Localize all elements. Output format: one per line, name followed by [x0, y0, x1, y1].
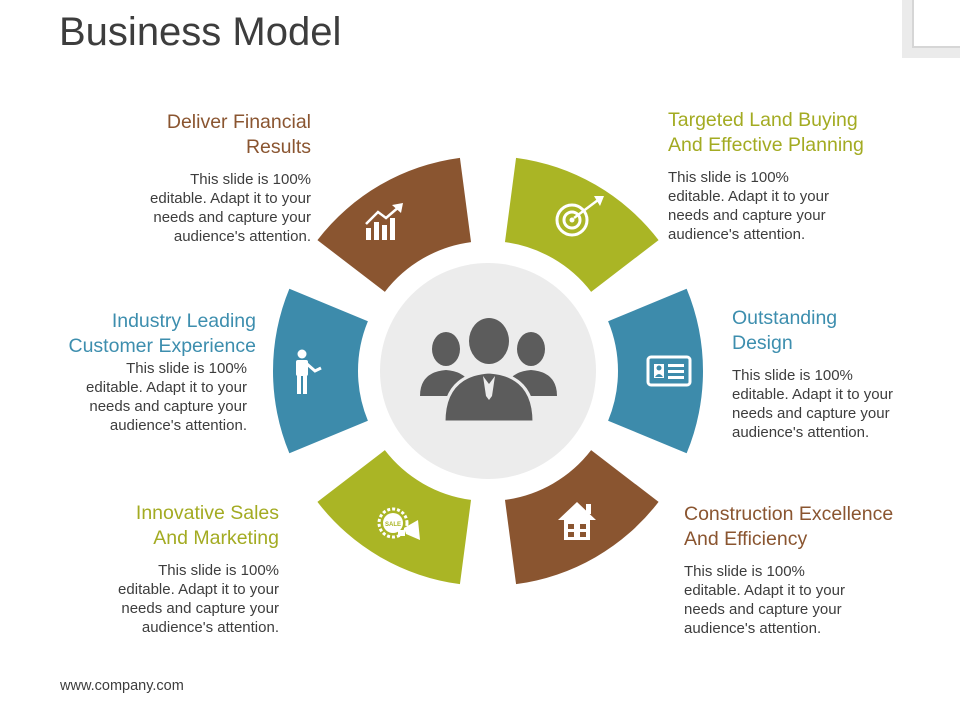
house-icon	[558, 502, 596, 540]
id-card-icon	[646, 355, 692, 387]
segment-bottom-left-text: Innovative Sales And Marketing This slid…	[39, 501, 279, 637]
segment-bottom-right-body: This slide is 100% editable. Adapt it to…	[684, 563, 845, 637]
segment-mid-left-heading-block: Industry Leading Customer Experience	[16, 309, 257, 359]
segment-top-right-heading: Targeted Land Buying And Effective Plann…	[668, 109, 864, 156]
segment-mid-left-heading: Industry Leading Customer Experience	[68, 310, 257, 357]
segment-mid-right-text: Outstanding Design This slide is 100% ed…	[732, 306, 942, 442]
growth-chart-icon	[365, 203, 403, 240]
segment-top-left-body: This slide is 100% editable. Adapt it to…	[150, 171, 311, 245]
segment-top-left-heading: Deliver Financial Results	[166, 111, 311, 158]
footer-url: www.company.com	[60, 678, 184, 694]
segment-mid-left-body-block: This slide is 100% editable. Adapt it to…	[27, 359, 247, 435]
segment-mid-left-body: This slide is 100% editable. Adapt it to…	[86, 360, 247, 434]
segment-top-right-body: This slide is 100% editable. Adapt it to…	[668, 169, 829, 243]
corner-decoration-inner	[912, 0, 960, 48]
icons-layer: SALE	[296, 196, 692, 540]
ring-segment-mid-left	[273, 288, 368, 454]
slide-title: Business Model	[59, 10, 342, 54]
segment-mid-right-heading: Outstanding Design	[732, 307, 838, 354]
target-icon	[555, 196, 604, 237]
segment-top-right-text: Targeted Land Buying And Effective Plann…	[668, 108, 928, 244]
sale-badge-text: SALE	[385, 522, 401, 528]
segment-top-left-text: Deliver Financial Results This slide is …	[51, 110, 311, 246]
segment-bottom-left-body: This slide is 100% editable. Adapt it to…	[118, 562, 279, 636]
presenter-icon	[296, 349, 322, 394]
ring-segment-top-right	[504, 157, 659, 292]
segment-bottom-right-text: Construction Excellence And Efficiency T…	[684, 502, 944, 638]
team-people-icon	[420, 318, 557, 424]
sale-megaphone-icon: SALE	[377, 507, 420, 540]
segment-bottom-left-heading: Innovative Sales And Marketing	[135, 502, 279, 549]
segment-bottom-right-heading: Construction Excellence And Efficiency	[684, 503, 894, 550]
segment-mid-right-body: This slide is 100% editable. Adapt it to…	[732, 367, 893, 441]
